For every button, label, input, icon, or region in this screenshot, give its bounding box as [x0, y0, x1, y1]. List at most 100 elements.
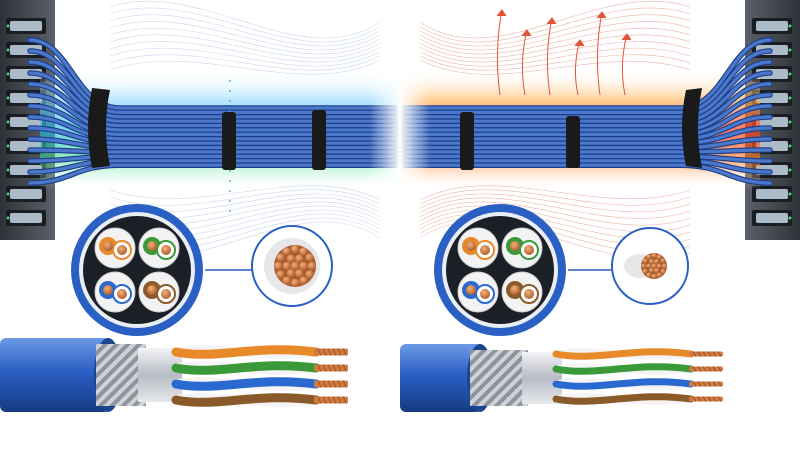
field-line — [419, 201, 691, 226]
copper-core — [466, 285, 476, 295]
twisted-wire-colored — [171, 377, 321, 391]
copper-twist-line — [342, 380, 347, 388]
conductor-strand — [305, 270, 314, 279]
left-stripped-cable — [0, 338, 348, 412]
copper-twist-line — [712, 381, 717, 387]
twisted-wire-colored — [552, 378, 695, 390]
conductor-strand — [290, 261, 300, 271]
port-led — [788, 72, 792, 76]
copper-twist-line — [697, 381, 702, 387]
copper-twist-line — [327, 380, 332, 388]
port-led — [6, 168, 10, 172]
heat-arrow-head — [621, 33, 632, 41]
copper-twist-line — [342, 348, 347, 356]
conductor-strand — [648, 267, 655, 274]
cable-strand-highlight — [28, 60, 397, 119]
copper-twist-line — [322, 364, 327, 372]
heat-arrow-head — [546, 17, 557, 25]
field-line — [419, 27, 691, 55]
cable-strand-highlight — [28, 115, 397, 141]
conductor-strand — [651, 253, 657, 259]
copper-core — [147, 285, 157, 295]
right-cross-section — [434, 204, 566, 336]
copper-twist-line — [707, 381, 712, 387]
conductor-strand — [651, 273, 657, 279]
conductor-strand — [286, 269, 295, 278]
copper-twist-line — [702, 351, 707, 357]
copper-twist-line — [317, 364, 322, 372]
conductor-strand — [299, 247, 308, 256]
heat-arrow — [596, 11, 603, 96]
field-line — [109, 7, 381, 43]
cable-strand-highlight — [403, 159, 772, 174]
conductor-strand — [656, 272, 662, 278]
conductor-strand — [282, 247, 291, 256]
cable-strand-highlight — [28, 126, 397, 145]
cable-strand-highlight — [28, 93, 397, 132]
copper-twist-line — [702, 366, 707, 372]
port-led — [788, 168, 792, 172]
copper-twist-line — [712, 351, 717, 357]
conductor-strand — [276, 253, 285, 262]
bare-copper-end — [689, 396, 723, 402]
copper-core — [147, 241, 157, 251]
copper-twist-line — [317, 396, 322, 404]
conductor-strand — [651, 263, 657, 269]
copper-core — [103, 241, 113, 251]
field-line — [109, 189, 381, 206]
conductor-strand — [642, 268, 648, 274]
right-cable-straps — [460, 88, 702, 170]
copper-core — [161, 289, 171, 299]
port-led — [6, 120, 10, 124]
conductor-strand — [656, 254, 662, 260]
port-led — [788, 144, 792, 148]
copper-twist-line — [697, 351, 702, 357]
heat-arrow — [546, 17, 553, 96]
cable-strand-highlight — [28, 82, 397, 128]
rj45-plug — [756, 213, 788, 223]
copper-twist-line — [332, 396, 337, 404]
bare-copper-end — [314, 348, 348, 356]
cable-strand-highlight — [28, 38, 397, 110]
port-led — [6, 24, 10, 28]
cable-strand-highlight — [28, 154, 397, 163]
copper-twist-line — [707, 351, 712, 357]
copper-twist-line — [332, 348, 337, 356]
field-line — [109, 0, 381, 39]
field-line — [419, 189, 691, 206]
conductor-strand — [660, 258, 666, 264]
conductor-strand — [642, 258, 648, 264]
conductor-strand — [661, 263, 668, 269]
heat-arrow-head — [521, 29, 532, 37]
cable-strand-highlight — [403, 148, 772, 154]
twisted-wire-colored — [552, 393, 695, 405]
conductor-strand — [654, 258, 660, 265]
port-led — [788, 96, 792, 100]
left-cable-bundle — [27, 37, 398, 186]
field-line — [109, 21, 381, 51]
cable-strand-highlight — [28, 104, 397, 136]
heat-arrow — [496, 9, 503, 96]
conductor-strand — [290, 278, 300, 287]
conductor-strand — [646, 263, 652, 269]
port-led — [788, 48, 792, 52]
copper-twist-line — [702, 381, 707, 387]
conductor-strand — [646, 272, 652, 278]
conductor-strand — [286, 254, 295, 263]
rj45-plug — [756, 21, 788, 31]
port-led — [6, 72, 10, 76]
copper-core — [524, 245, 534, 255]
copper-twist-line — [712, 366, 717, 372]
field-line — [419, 41, 691, 63]
copper-twist-line — [332, 364, 337, 372]
copper-core — [117, 245, 127, 255]
copper-core — [480, 289, 490, 299]
field-line — [109, 14, 381, 47]
copper-twist-line — [342, 364, 347, 372]
port-led — [6, 216, 10, 220]
bare-copper-end — [689, 351, 723, 357]
bare-copper-end — [314, 364, 348, 372]
copper-twist-line — [327, 348, 332, 356]
copper-twist-line — [697, 366, 702, 372]
rj45-plug — [10, 189, 42, 199]
